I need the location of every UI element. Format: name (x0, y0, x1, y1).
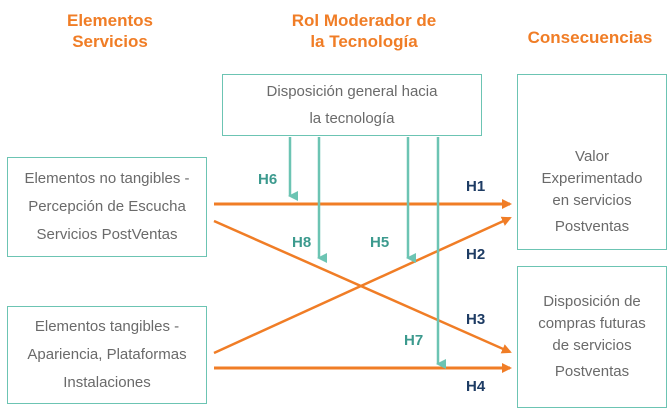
value-line-3: en servicios (552, 192, 632, 209)
value-line-1: Valor (575, 148, 609, 165)
moderator-line-2: la tecnología (309, 110, 395, 127)
value-line-4: Postventas (554, 218, 630, 235)
tangible-elements-box: Elementos tangibles - Apariencia, Plataf… (7, 306, 207, 404)
label-h2: H2 (466, 246, 486, 263)
purchase-line-4: Postventas (554, 363, 630, 380)
tangible-line-1: Elementos tangibles - (34, 318, 180, 335)
header-elementos-servicios: Elementos Servicios (67, 11, 153, 51)
tangible-line-3: Instalaciones (63, 374, 151, 391)
future-purchase-box: Disposición de compras futuras de servic… (517, 266, 667, 408)
header-rol-moderador: Rol Moderador de la Tecnología (291, 11, 437, 51)
label-h8: H8 (292, 234, 312, 251)
label-h1: H1 (466, 178, 486, 195)
purchase-line-2: compras futuras (538, 315, 646, 332)
intangible-line-2: Percepción de Escucha (28, 198, 186, 215)
tangible-line-2: Apariencia, Plataformas (27, 346, 187, 363)
moderator-line-1: Disposición general hacia (266, 83, 438, 100)
arrow-h2 (213, 216, 512, 355)
label-h3: H3 (466, 311, 486, 328)
intangible-line-3: Servicios PostVentas (36, 226, 178, 243)
intangible-elements-box: Elementos no tangibles - Percepción de E… (7, 157, 207, 257)
header-consecuencias: Consecuencias (527, 28, 653, 47)
label-h6: H6 (258, 171, 278, 188)
value-line-2: Experimentado (541, 170, 643, 187)
purchase-line-3: de servicios (552, 337, 632, 354)
purchase-line-1: Disposición de (543, 293, 641, 310)
intangible-line-1: Elementos no tangibles - (24, 170, 190, 187)
experienced-value-box: Valor Experimentado en servicios Postven… (517, 74, 667, 250)
label-h7: H7 (404, 332, 424, 349)
label-h5: H5 (370, 234, 390, 251)
moderator-box: Disposición general hacia la tecnología (222, 74, 482, 136)
label-h4: H4 (466, 378, 486, 395)
